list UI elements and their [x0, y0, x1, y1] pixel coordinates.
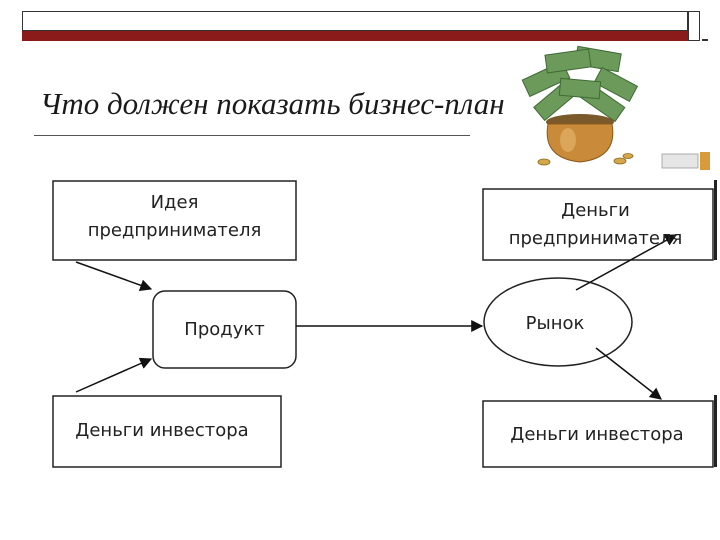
- header-corner-tick: [702, 39, 708, 41]
- idea-label-line2: предпринимателя: [87, 220, 262, 241]
- entrepreneur-money-label: Деньги предпринимателя: [483, 197, 708, 253]
- arrow-investor-to-product: [75, 357, 153, 393]
- page-title: Что должен показать бизнес-план: [40, 86, 505, 121]
- header-accent-bar: [22, 31, 688, 41]
- idea-label-line1: Идея: [150, 192, 199, 213]
- entrepreneur-money-line1: Деньги: [561, 200, 630, 221]
- header-corner-box: [688, 11, 700, 41]
- investor-money-left-label: Деньги инвестора: [75, 420, 249, 441]
- market-label: Рынок: [525, 313, 585, 334]
- entrepreneur-money-box: [482, 188, 714, 261]
- entrepreneur-box-edge: [714, 180, 717, 260]
- brand-logo: [661, 152, 710, 170]
- header-bar: [22, 11, 688, 31]
- money-pot-icon: [521, 45, 639, 166]
- investor-money-right-label: Деньги инвестора: [510, 424, 684, 445]
- arrow-idea-to-product: [75, 261, 153, 291]
- market-ellipse: [483, 277, 633, 367]
- entrepreneur-money-line2: предпринимателя: [508, 228, 683, 249]
- investor-money-right-box: [482, 400, 714, 468]
- idea-box: [52, 180, 297, 261]
- arrow-market-to-entrepreneur-money: [575, 234, 678, 291]
- product-label: Продукт: [184, 319, 265, 340]
- product-box: [152, 290, 297, 369]
- investor-money-left-box: [52, 395, 282, 468]
- investor-box-edge: [714, 395, 717, 467]
- arrow-market-to-investor-money: [595, 347, 662, 400]
- title-underline: [34, 135, 470, 136]
- idea-label: Идея предпринимателя: [53, 189, 296, 245]
